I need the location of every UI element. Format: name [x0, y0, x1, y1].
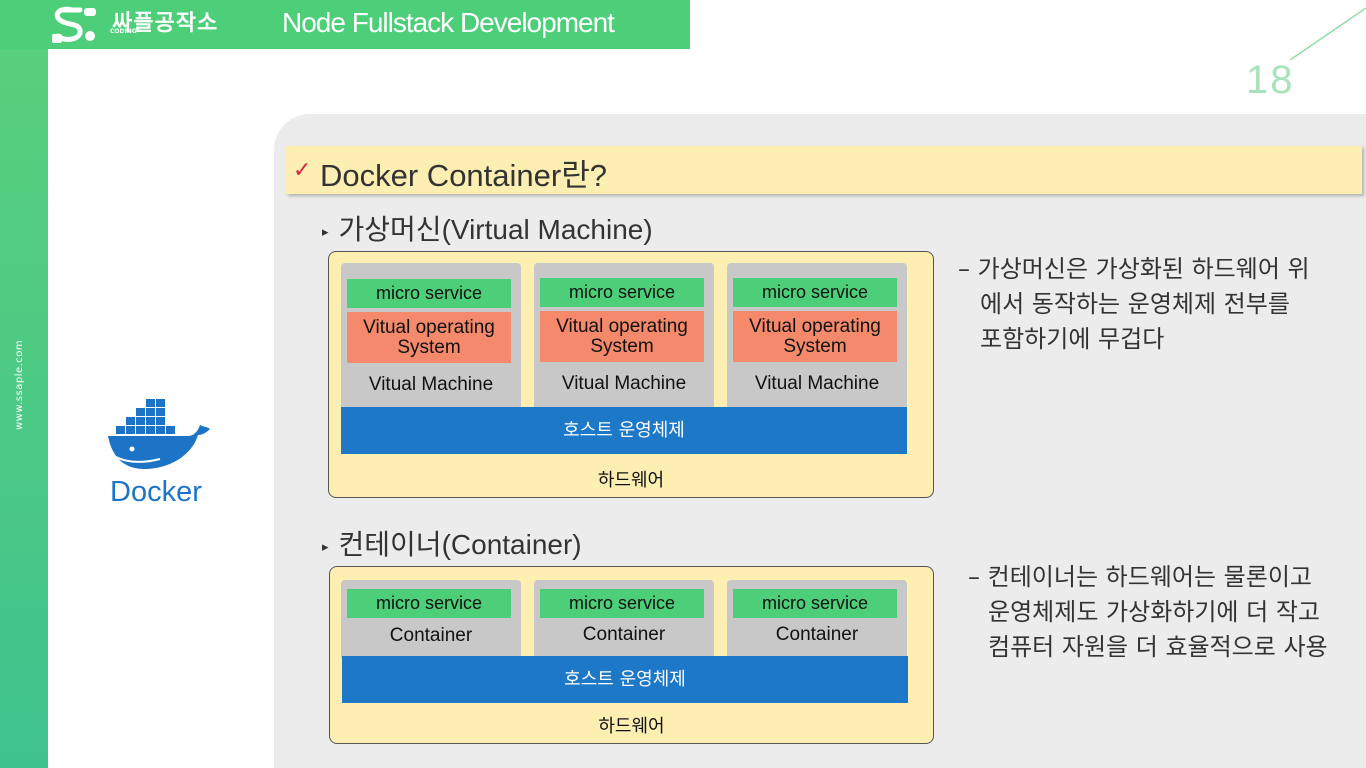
side-bar: www.ssaple.com [0, 0, 48, 768]
hardware-label: 하드웨어 [598, 716, 665, 737]
micro-service-box: micro service [540, 589, 704, 618]
top-banner: 싸플공작소 CODING Node Fullstack Development [0, 0, 690, 49]
container-label: Container [389, 625, 473, 646]
container-description-line: – 컨테이너는 하드웨어는 물론이고 [968, 563, 1313, 591]
vm-description-line: 포함하기에 무겁다 [980, 325, 1165, 353]
virtual-os-box: Vitual operating System [733, 311, 897, 362]
check-icon: ✓ [293, 158, 312, 183]
container-description-line: 운영체제도 가상화하기에 더 작고 [988, 598, 1321, 626]
virtual-os-box: Vitual operating System [347, 312, 511, 363]
hardware-label: 하드웨어 [597, 470, 665, 491]
docker-whale-icon [108, 399, 210, 469]
container-description-line: 컴퓨터 자원을 더 효율적으로 사용 [988, 633, 1328, 661]
vm-title-text: 가상머신(Virtual Machine) [338, 214, 653, 245]
vm-description-line: – 가상머신은 가상화된 하드웨어 위 [958, 255, 1310, 283]
page-number: 18 [1246, 58, 1295, 102]
micro-service-box: micro service [347, 279, 511, 308]
course-title: Node Fullstack Development [282, 7, 615, 38]
slide-heading: Docker Container란? [320, 158, 607, 193]
container-label: Container [582, 624, 666, 645]
bullet-triangle-icon: ▸ [322, 538, 329, 554]
container-section-title: ▸ 컨테이너(Container) [322, 523, 582, 563]
vm-label: Vitual Machine [561, 373, 687, 394]
virtual-os-box: Vitual operating System [540, 311, 704, 362]
micro-service-box: micro service [733, 278, 897, 307]
vm-label: Vitual Machine [368, 374, 494, 395]
host-os-bar: 호스트 운영체제 [341, 407, 907, 454]
micro-service-box: micro service [540, 278, 704, 307]
bullet-triangle-icon: ▸ [322, 223, 329, 239]
container-description: – 컨테이너는 하드웨어는 물론이고 운영체제도 가상화하기에 더 작고 컴퓨터… [968, 560, 1328, 665]
host-os-bar: 호스트 운영체제 [342, 656, 908, 703]
heading-box [286, 146, 1362, 194]
ssaple-logo-icon [52, 6, 96, 43]
vm-label: Vitual Machine [754, 373, 880, 394]
docker-label: Docker [110, 476, 202, 508]
container-title-text: 컨테이너(Container) [338, 529, 582, 560]
logo-sub: CODING [110, 28, 137, 35]
micro-service-box: micro service [733, 589, 897, 618]
side-url: www.ssaple.com [14, 339, 25, 430]
decorative-line [1290, 7, 1366, 60]
micro-service-box: micro service [347, 589, 511, 618]
logo-text: 싸플공작소 [112, 11, 219, 36]
container-label: Container [775, 624, 859, 645]
vm-description-line: 에서 동작하는 운영체제 전부를 [980, 290, 1290, 318]
vm-description: – 가상머신은 가상화된 하드웨어 위 에서 동작하는 운영체제 전부를 포함하… [958, 252, 1310, 357]
vm-section-title: ▸ 가상머신(Virtual Machine) [322, 208, 653, 248]
